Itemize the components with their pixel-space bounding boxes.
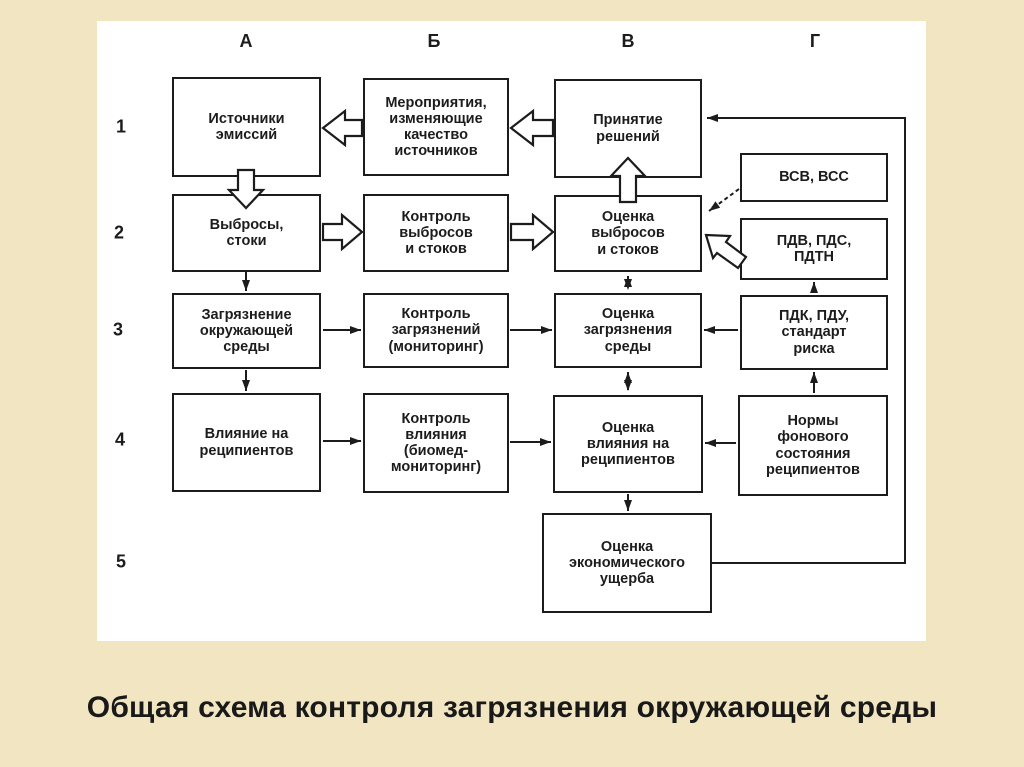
row-label-3: 3 bbox=[112, 319, 124, 340]
box-economic-damage-assessment: Оценка экономического ущерба bbox=[542, 513, 712, 613]
box-emissions-effluents: Выбросы, стоки bbox=[172, 194, 321, 272]
box-pollution-control-monitoring: Контроль загрязнений (мониторинг) bbox=[363, 293, 509, 368]
box-environmental-pollution: Загрязнение окружающей среды bbox=[172, 293, 321, 369]
row-label-2: 2 bbox=[113, 222, 125, 243]
row-label-4: 4 bbox=[114, 429, 126, 450]
box-pdk-pdu-risk-standard: ПДК, ПДУ, стандарт риска bbox=[740, 295, 888, 370]
box-pdv-pds-pdtn-standards: ПДВ, ПДС, ПДТН bbox=[740, 218, 888, 280]
column-header-b: Б bbox=[427, 31, 441, 51]
slide-caption: Общая схема контроля загрязнения окружаю… bbox=[86, 691, 938, 724]
box-vsv-vss-standards: ВСВ, ВСС bbox=[740, 153, 888, 202]
box-measures-changing-source-quality: Мероприятия, изменяющие качество источни… bbox=[363, 78, 509, 176]
column-header-a: А bbox=[239, 31, 253, 51]
box-emission-effluent-control: Контроль выбросов и стоков bbox=[363, 194, 509, 272]
box-decision-making: Принятие решений bbox=[554, 79, 702, 178]
row-label-1: 1 bbox=[115, 116, 127, 137]
column-header-v: В bbox=[621, 31, 635, 51]
box-pollution-assessment: Оценка загрязнения среды bbox=[554, 293, 702, 368]
box-recipient-impact-assessment: Оценка влияния на реципиентов bbox=[553, 395, 703, 493]
box-impact-control-biomed-monitoring: Контроль влияния (биомед- мониторинг) bbox=[363, 393, 509, 493]
box-emission-sources: Источники эмиссий bbox=[172, 77, 321, 177]
row-label-5: 5 bbox=[115, 551, 127, 572]
box-impact-on-recipients: Влияние на реципиентов bbox=[172, 393, 321, 492]
box-recipient-background-norms: Нормы фонового состояния реципиентов bbox=[738, 395, 888, 496]
column-header-g: Г bbox=[809, 31, 821, 51]
box-emission-effluent-assessment: Оценка выбросов и стоков bbox=[554, 195, 702, 272]
